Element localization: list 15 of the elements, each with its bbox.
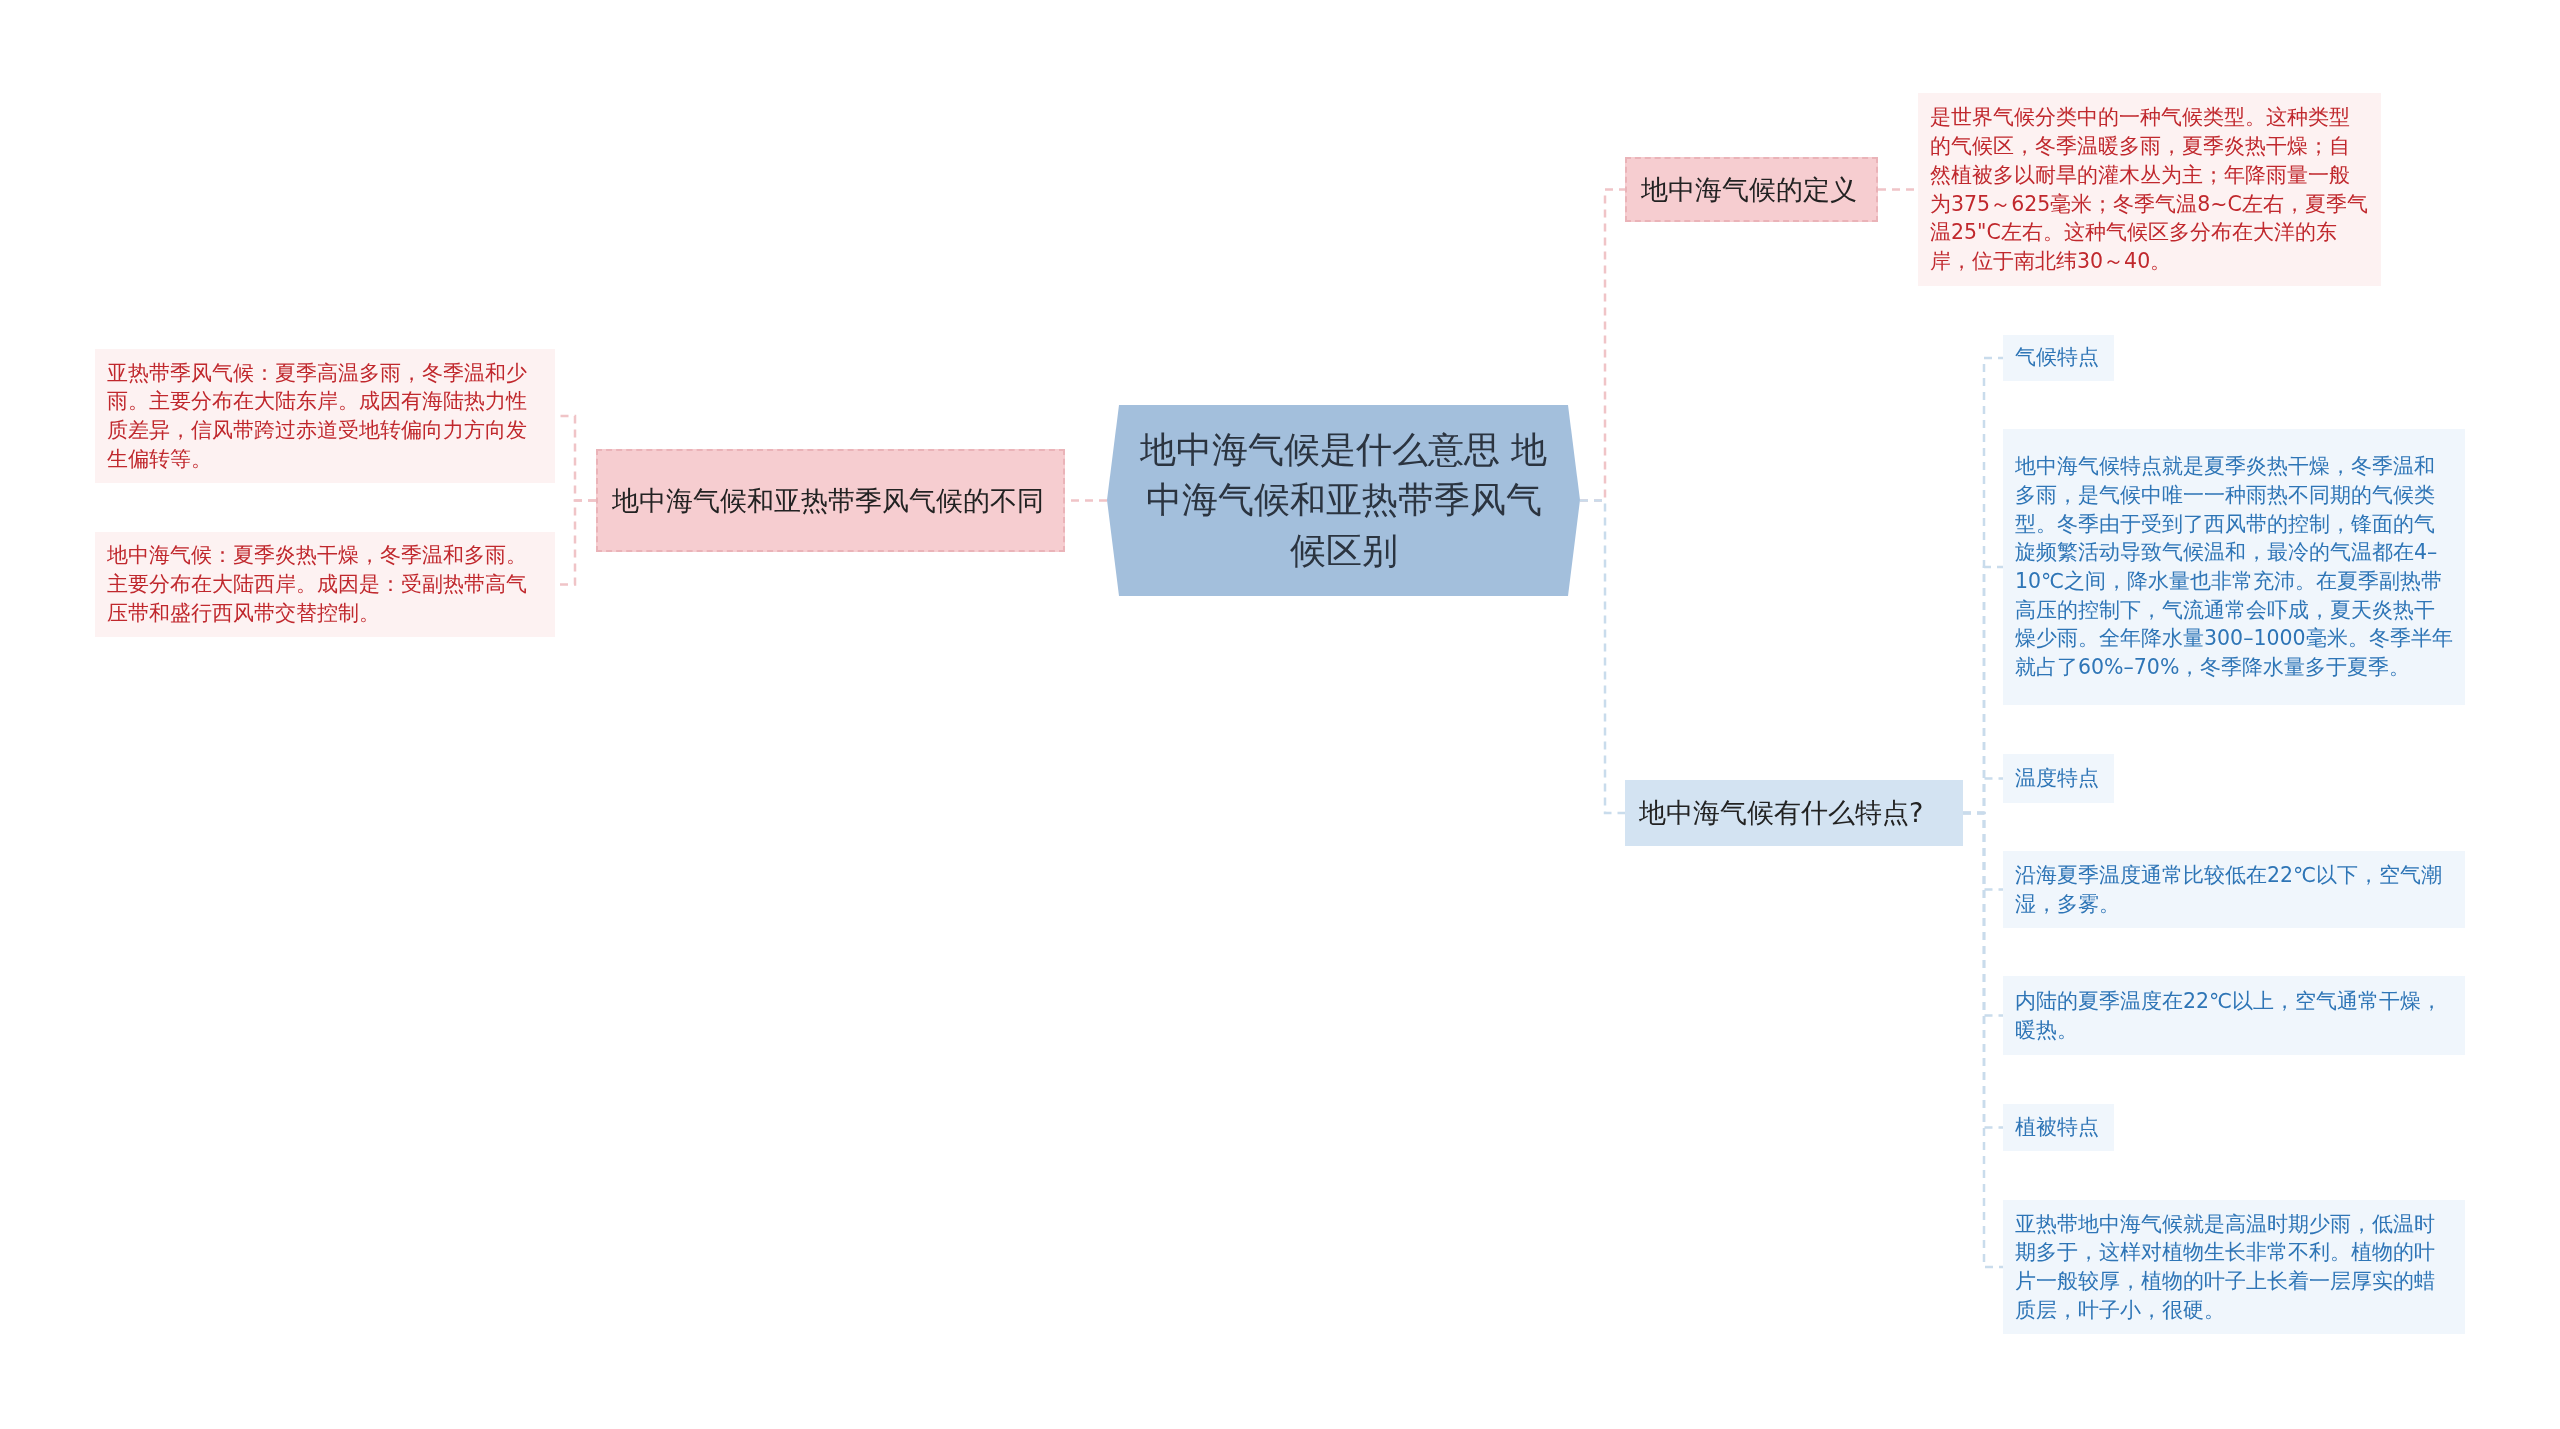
note-box: 亚热带季风气候：夏季高温多雨，冬季温和少雨。主要分布在大陆东岸。成因有海陆热力性质差异，信风带跨过赤道受地转偏向力方向发生偏转等。: [95, 349, 555, 483]
note-box: 沿海夏季温度通常比较低在22℃以下，空气潮湿，多雾。: [2003, 851, 2465, 928]
subtopic-box: 气候特点: [2003, 335, 2114, 381]
note-box: 内陆的夏季温度在22℃以上，空气通常干燥，暖热。: [2003, 976, 2465, 1055]
note-box: 地中海气候特点就是夏季炎热干燥，冬季温和多雨，是气候中唯一一种雨热不同期的气候类型。冬季由于受到了西风带的控制，锋面的气旋频繁活动导致气候温和，最冷的气温都在4–10℃之间，降水量也非常充沛。在夏季副热带高压的控制下，气流通常会吓成，夏天炎热干燥少雨。全年降水量300–1000毫米。冬季半年就占了60%–70%，冬季降水量多于夏季。: [2003, 429, 2465, 705]
note-box: 亚热带地中海气候就是高温时期少雨，低温时期多于，这样对植物生长非常不利。植物的叶片一般较厚，植物的叶子上长着一层厚实的蜡质层，叶子小，很硬。: [2003, 1200, 2465, 1334]
connector-line: [1963, 811, 2003, 1269]
branch-box: 地中海气候的定义: [1625, 157, 1878, 222]
connector-line: [1580, 499, 1625, 815]
branch-box: 地中海气候有什么特点?: [1625, 780, 1963, 846]
note-box: 是世界气候分类中的一种气候类型。这种类型的气候区，冬季温暖多雨，夏季炎热干燥；自然植被多以耐旱的灌木丛为主；年降雨量一般为375～625毫米；冬季气温8~C左右，夏季气温25"C左右。这种气候区多分布在大洋的东岸，位于南北纬30～40。: [1918, 93, 2381, 286]
note-box: 地中海气候：夏季炎热干燥，冬季温和多雨。主要分布在大陆西岸。成因是：受副热带高气压带和盛行西风带交替控制。: [95, 532, 555, 637]
subtopic-box: 植被特点: [2003, 1104, 2114, 1151]
subtopic-box: 温度特点: [2003, 754, 2114, 803]
branch-box: 地中海气候和亚热带季风气候的不同: [596, 449, 1065, 552]
